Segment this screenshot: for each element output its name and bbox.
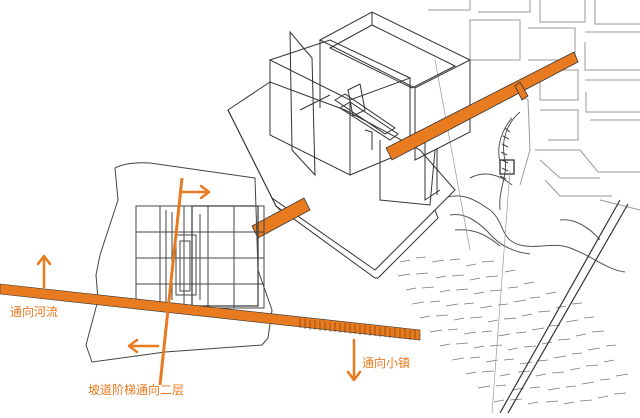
upper-ramp-end [514,81,529,101]
upper-ramp-orange [385,51,579,161]
street-grid [428,0,640,211]
small-building [499,159,515,175]
ramp-steps [299,318,416,340]
label-to-river: 通向河流 [10,305,59,319]
label-to-town: 通向小镇 [362,356,411,370]
plan-axis-orange [158,177,184,386]
direction-arrows [36,184,362,382]
river-bridge [499,199,629,414]
connector-bridge-orange [251,197,311,239]
upper-building-axonometric [227,11,472,279]
terrain-contours [439,111,626,273]
label-ramp-stairs: 坡道阶梯通向二层 [88,383,185,397]
ground-ramp-orange [0,283,421,341]
axis-lines [434,59,511,414]
river-water [397,256,629,405]
